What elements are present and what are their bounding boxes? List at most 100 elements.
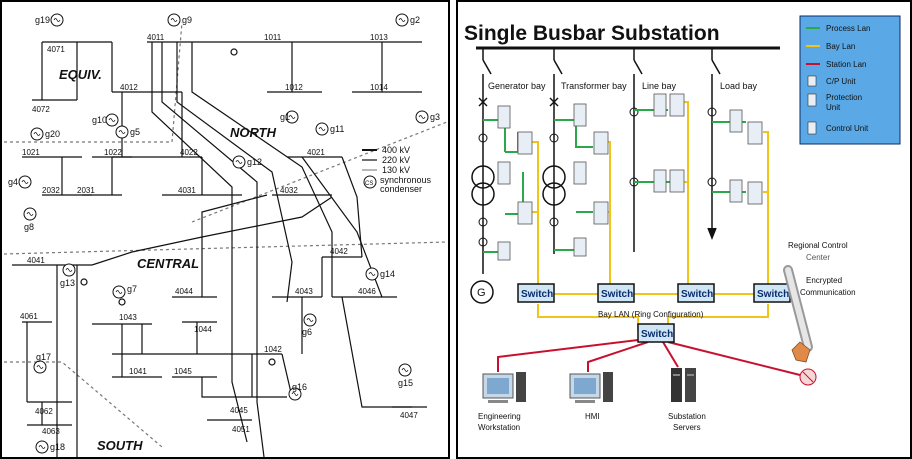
substation-svg: Single Busbar Substation Generator bay T… — [464, 15, 901, 432]
gen-label-g9: g9 — [182, 15, 192, 25]
hmi-computer-icon — [569, 372, 613, 403]
legend-protection-unit-1: Protection — [826, 93, 862, 102]
legend-cp-unit: C/P Unit — [826, 77, 856, 86]
bay-generator: Generator bay — [488, 81, 546, 91]
bus-label-4072: 4072 — [32, 105, 50, 114]
bus-label-4044: 4044 — [175, 287, 193, 296]
switch-box — [597, 283, 635, 303]
legend-station-lan: Station Lan — [826, 60, 866, 69]
gen-label-g1: g1 — [280, 112, 290, 122]
bus-label-1043: 1043 — [119, 313, 137, 322]
zone-central: CENTRAL — [137, 256, 199, 271]
gen-label-g16: g16 — [292, 382, 307, 392]
legend-cs-symbol: CS — [365, 181, 373, 187]
bus-label-4011: 4011 — [147, 33, 165, 42]
switch-box — [637, 323, 675, 343]
gen-label-g19: g19 — [35, 15, 50, 25]
gen-label-g12: g12 — [247, 157, 262, 167]
legend-sync-condenser-2: condenser — [380, 184, 422, 194]
switch-label: Switch — [521, 289, 553, 300]
switch-box — [517, 283, 555, 303]
bay-load: Load bay — [720, 81, 758, 91]
bay-line: Line bay — [642, 81, 677, 91]
grid-diagram-panel: 400 kV 220 kV 130 kV CS synchronous cond… — [0, 0, 450, 459]
bus-label-1045: 1045 — [174, 367, 192, 376]
bay-lan-caption: Bay LAN (Ring Configuration) — [598, 310, 704, 319]
gen-label-g6: g6 — [302, 327, 312, 337]
gen-label-g3: g3 — [430, 112, 440, 122]
legend-sync-condenser-1: synchronous — [380, 175, 432, 185]
bus-label-4031: 4031 — [178, 186, 196, 195]
bus-label-1011: 1011 — [264, 33, 282, 42]
legend-220kv: 220 kV — [382, 155, 410, 165]
engineering-workstation-icon — [482, 372, 526, 403]
gen-label-g13: g13 — [60, 278, 75, 288]
grid-diagram-svg: 400 kV 220 kV 130 kV CS synchronous cond… — [3, 13, 448, 457]
gen-label-g7: g7 — [127, 284, 137, 294]
bay-transformer: Transformer bay — [561, 81, 627, 91]
gen-label-g17: g17 — [36, 352, 51, 362]
bus-label-1041: 1041 — [129, 367, 147, 376]
control-center-2: Center — [806, 253, 830, 262]
zone-equiv: EQUIV. — [59, 67, 102, 82]
bus-label-4021: 4021 — [307, 148, 325, 157]
bus-label-4041: 4041 — [27, 256, 45, 265]
gen-label-g11: g11 — [330, 124, 344, 134]
bus-label-4022: 4022 — [180, 148, 198, 157]
switch-label: Switch — [641, 329, 673, 340]
bus-label-4061: 4061 — [20, 312, 38, 321]
legend-400kv: 400 kV — [382, 145, 410, 155]
gen-label-g20: g20 — [45, 129, 60, 139]
bus-label-4046: 4046 — [358, 287, 376, 296]
switch-label: Switch — [757, 289, 789, 300]
label-substation: Substation — [668, 412, 706, 421]
encrypted-comm-1: Encrypted — [806, 276, 842, 285]
legend-130kv: 130 kV — [382, 165, 410, 175]
bus-label-2032: 2032 — [42, 186, 60, 195]
label-engineering: Engineering — [478, 412, 521, 421]
bus-label-1013: 1013 — [370, 33, 388, 42]
gen-label-g8: g8 — [24, 222, 34, 232]
bus-label-1014: 1014 — [370, 83, 388, 92]
legend-process-lan: Process Lan — [826, 24, 870, 33]
bus-label-1012: 1012 — [285, 83, 303, 92]
generator-symbol: G — [477, 287, 486, 299]
zone-north: NORTH — [230, 125, 277, 140]
gen-label-g18: g18 — [50, 442, 65, 452]
control-center-1: Regional Control — [788, 241, 848, 250]
substation-title: Single Busbar Substation — [464, 22, 720, 45]
gen-label-g14: g14 — [380, 269, 395, 279]
switch-label: Switch — [681, 289, 713, 300]
label-workstation: Workstation — [478, 423, 520, 432]
bus-label-2031: 2031 — [77, 186, 95, 195]
encrypted-comm-2: Communication — [800, 288, 856, 297]
bus-label-4063: 4063 — [42, 427, 60, 436]
bus-label-1042: 1042 — [264, 345, 282, 354]
substation-panel: Single Busbar Substation Generator bay T… — [456, 0, 912, 459]
bus-label-4051: 4051 — [232, 425, 250, 434]
gen-label-g10: g10 — [92, 115, 107, 125]
gen-label-g15: g15 — [398, 378, 413, 388]
legend-box — [799, 15, 901, 145]
gen-label-g2: g2 — [410, 15, 420, 25]
legend-control-unit: Control Unit — [826, 124, 869, 133]
zone-south: SOUTH — [97, 438, 143, 453]
switch-label: Switch — [601, 289, 633, 300]
bus-label-4043: 4043 — [295, 287, 313, 296]
label-hmi: HMI — [585, 412, 600, 421]
gen-label-g5: g5 — [130, 127, 140, 137]
bus-label-4042: 4042 — [330, 247, 348, 256]
label-servers: Servers — [673, 423, 701, 432]
substation-servers-icon — [671, 368, 696, 402]
legend-bay-lan: Bay Lan — [826, 42, 855, 51]
bus-label-1022: 1022 — [104, 148, 122, 157]
bus-label-4045: 4045 — [230, 406, 248, 415]
bus-label-4047: 4047 — [400, 411, 418, 420]
bus-label-4062: 4062 — [35, 407, 53, 416]
encrypted-link-icon — [783, 265, 817, 386]
bus-label-1044: 1044 — [194, 325, 212, 334]
bus-label-4071: 4071 — [47, 45, 65, 54]
bus-label-4032: 4032 — [280, 186, 298, 195]
bay-switches — [517, 283, 791, 343]
bus-label-4012: 4012 — [120, 83, 138, 92]
